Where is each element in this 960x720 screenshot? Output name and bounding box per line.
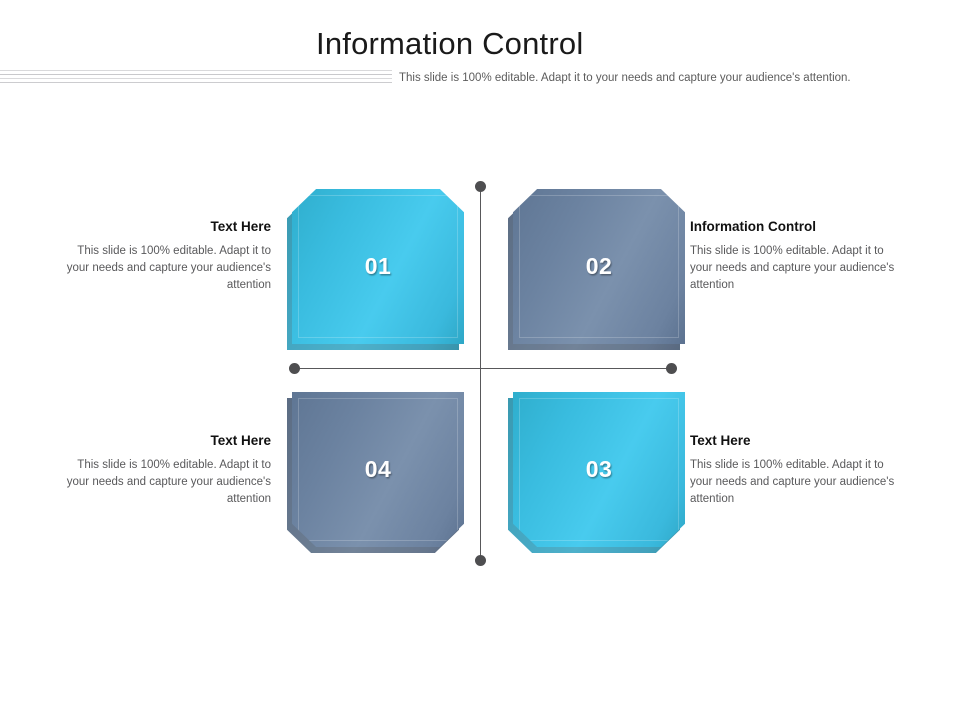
card-03-face bbox=[513, 392, 685, 547]
text-block-top-left-body: This slide is 100% editable. Adapt it to… bbox=[66, 245, 271, 291]
card-02-number: 02 bbox=[585, 253, 613, 279]
decorative-rule-3 bbox=[0, 78, 392, 79]
card-02-face bbox=[513, 189, 685, 344]
text-block-top-left: Text Here This slide is 100% editable. A… bbox=[53, 218, 271, 294]
card-01[interactable]: 01 bbox=[287, 189, 464, 350]
decorative-rule-4 bbox=[0, 82, 392, 83]
divider-dot-bottom bbox=[475, 555, 486, 566]
card-04[interactable]: 04 bbox=[287, 392, 464, 553]
text-block-top-left-heading: Text Here bbox=[210, 219, 271, 234]
decorative-rule-1 bbox=[0, 70, 392, 71]
card-02[interactable]: 02 bbox=[508, 189, 685, 350]
text-block-top-right: Information Control This slide is 100% e… bbox=[690, 218, 908, 294]
divider-dot-top bbox=[475, 181, 486, 192]
card-04-number: 04 bbox=[364, 456, 392, 482]
page-subtitle: This slide is 100% editable. Adapt it to… bbox=[399, 72, 851, 84]
decorative-rules bbox=[0, 70, 392, 88]
text-block-bottom-left-heading: Text Here bbox=[210, 433, 271, 448]
text-block-top-right-body: This slide is 100% editable. Adapt it to… bbox=[690, 245, 895, 291]
divider-dot-right bbox=[666, 363, 677, 374]
divider-horizontal bbox=[295, 368, 672, 370]
text-block-bottom-right-body: This slide is 100% editable. Adapt it to… bbox=[690, 459, 895, 505]
text-block-bottom-right-heading: Text Here bbox=[690, 433, 751, 448]
divider-vertical bbox=[480, 187, 482, 561]
text-block-bottom-left-body: This slide is 100% editable. Adapt it to… bbox=[66, 459, 271, 505]
page-title: Information Control bbox=[316, 26, 584, 61]
text-block-top-right-heading: Information Control bbox=[690, 219, 816, 234]
divider-dot-left bbox=[289, 363, 300, 374]
card-03-number: 03 bbox=[585, 456, 613, 482]
card-04-face bbox=[292, 392, 464, 547]
decorative-rule-2 bbox=[0, 74, 392, 75]
text-block-bottom-left: Text Here This slide is 100% editable. A… bbox=[53, 432, 271, 508]
card-01-face bbox=[292, 189, 464, 344]
text-block-bottom-right: Text Here This slide is 100% editable. A… bbox=[690, 432, 908, 508]
card-03[interactable]: 03 bbox=[508, 392, 685, 553]
card-01-number: 01 bbox=[364, 253, 392, 279]
